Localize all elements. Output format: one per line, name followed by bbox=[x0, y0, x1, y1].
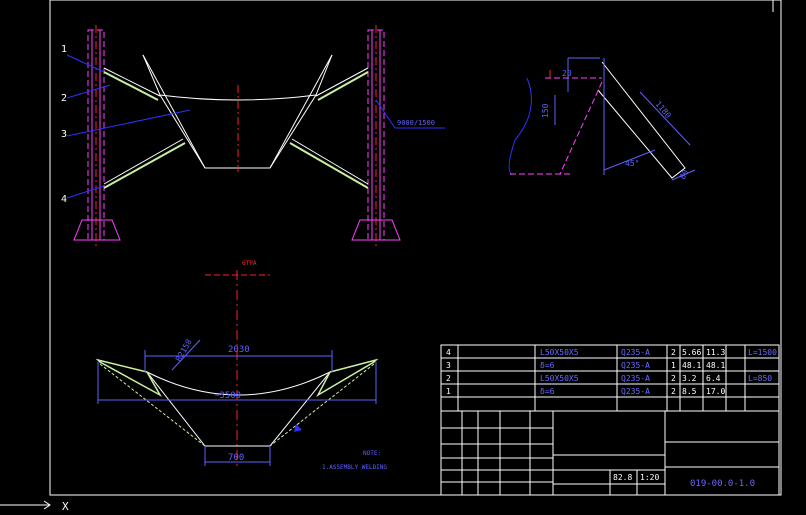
bom-cell-unit-wt: 48.1 bbox=[682, 361, 701, 370]
bom-cell-material: Q235-A bbox=[621, 348, 650, 357]
bom-row-1: 1 δ=6 Q235-A 2 8.5 17.0 bbox=[446, 387, 725, 396]
bom-cell-qty: 2 bbox=[671, 348, 676, 357]
bom-cell-total-wt: 48.1 bbox=[706, 361, 725, 370]
detail-view bbox=[508, 57, 696, 181]
bom-cell-unit-wt: 3.2 bbox=[682, 374, 697, 383]
bom-cell-remark: L=850 bbox=[748, 374, 772, 383]
bom-cell-unit-wt: 5.66 bbox=[682, 348, 701, 357]
drawing-frame bbox=[49, 0, 782, 496]
side-note-label: 9000/1500 bbox=[397, 119, 435, 127]
part-leaders bbox=[66, 54, 445, 199]
bom-cell-name: L50X50X5 bbox=[540, 374, 579, 383]
bom-cell-name: δ=6 bbox=[540, 361, 555, 370]
title-block bbox=[440, 410, 780, 496]
left-column bbox=[73, 25, 121, 248]
plan-view bbox=[95, 270, 379, 470]
notes-title: NOTE: bbox=[363, 450, 381, 457]
title-block-drawing-no: 019-00.0-1.0 bbox=[690, 479, 755, 489]
bom-cell-no: 2 bbox=[446, 374, 451, 383]
detail-dim-a: 20 bbox=[562, 69, 572, 78]
plan-title: 6TPA bbox=[242, 260, 257, 267]
detail-dim-angle: 45° bbox=[625, 159, 639, 168]
ucs-x-label: X bbox=[62, 500, 69, 513]
part-number-3: 3 bbox=[61, 129, 67, 140]
dim-bottom-width: 700 bbox=[228, 453, 244, 463]
bom-cell-no: 1 bbox=[446, 387, 451, 396]
bracing-members bbox=[103, 71, 369, 189]
right-column bbox=[351, 25, 401, 248]
detail-dim-b: 150 bbox=[541, 103, 550, 118]
title-block-scale: 1:20 bbox=[640, 473, 659, 482]
bom-row-3: 3 δ=6 Q235-A 1 48.1 48.1 bbox=[446, 361, 725, 370]
part-number-2: 2 bbox=[61, 93, 67, 104]
bom-row-2: 2 L50X50X5 Q235-A 2 3.2 6.4 L=850 bbox=[446, 374, 772, 383]
dim-top-width: 2030 bbox=[228, 345, 250, 355]
bom-cell-material: Q235-A bbox=[621, 387, 650, 396]
dim-overall-width: ~3500 bbox=[214, 391, 241, 401]
bom-cell-name: L50X50X5 bbox=[540, 348, 579, 357]
title-block-weight: 82.8 bbox=[613, 473, 632, 482]
hopper-body bbox=[142, 54, 333, 172]
notes-text: 1.ASSEMBLY WELDING bbox=[322, 464, 387, 471]
part-number-4: 4 bbox=[61, 194, 67, 205]
front-elevation bbox=[66, 25, 445, 248]
bom-cell-no: 3 bbox=[446, 361, 451, 370]
bom-table bbox=[440, 344, 780, 412]
bracing-outlines bbox=[103, 67, 369, 185]
bom-cell-unit-wt: 8.5 bbox=[682, 387, 697, 396]
bom-cell-remark: L=1500 bbox=[748, 348, 777, 357]
bom-cell-qty: 2 bbox=[671, 387, 676, 396]
bom-cell-total-wt: 17.0 bbox=[706, 387, 725, 396]
detail-dim-c: 80 bbox=[678, 168, 691, 181]
bom-cell-name: δ=6 bbox=[540, 387, 555, 396]
bom-cell-total-wt: 6.4 bbox=[706, 374, 721, 383]
bom-cell-qty: 1 bbox=[671, 361, 676, 370]
bom-cell-no: 4 bbox=[446, 348, 451, 357]
bom-cell-total-wt: 11.3 bbox=[706, 348, 725, 357]
bom-cell-material: Q235-A bbox=[621, 374, 650, 383]
ucs-arrow-icon bbox=[43, 500, 51, 510]
part-number-1: 1 bbox=[61, 44, 67, 55]
bom-cell-qty: 2 bbox=[671, 374, 676, 383]
bom-cell-material: Q235-A bbox=[621, 361, 650, 370]
bom-row-4: 4 L50X50X5 Q235-A 2 5.66 11.3 L=1500 bbox=[446, 348, 777, 357]
